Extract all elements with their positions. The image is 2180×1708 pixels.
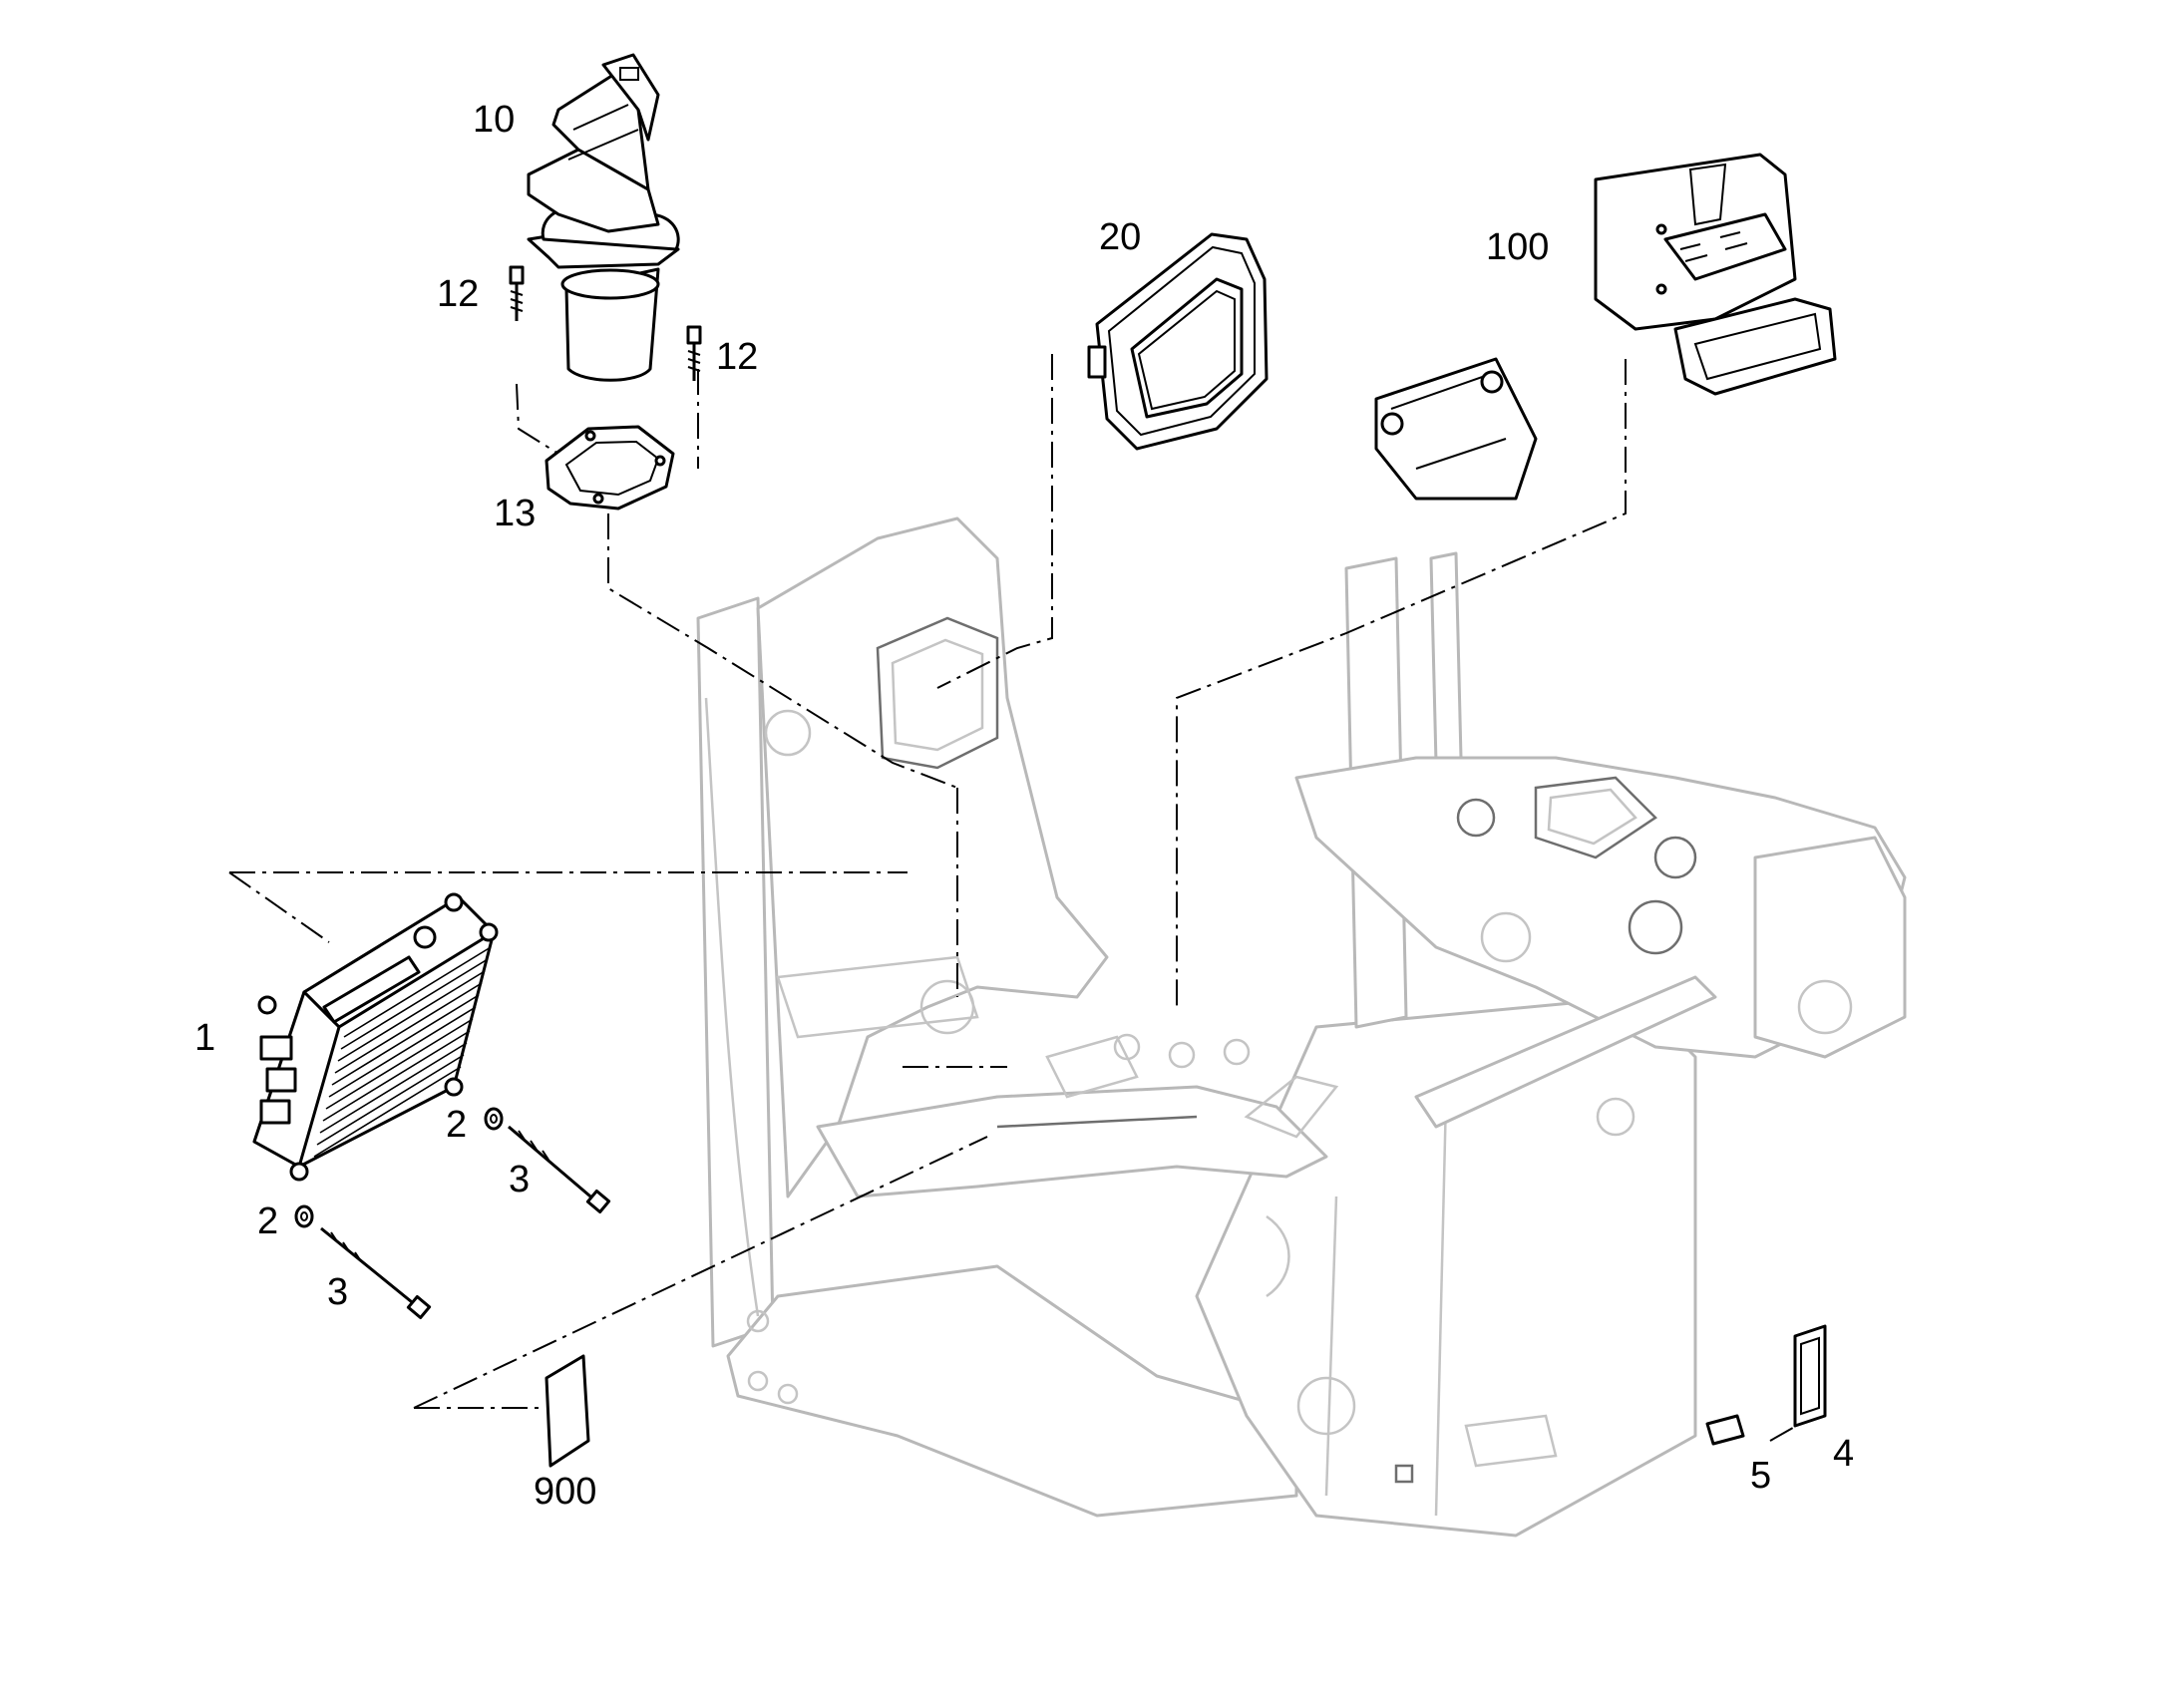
part-12-screw-left[interactable]: [509, 265, 525, 321]
cooling-fins: [313, 946, 492, 1158]
callout-12-right: 12: [716, 336, 758, 378]
callout-13: 13: [494, 493, 536, 534]
part-2-washer-upper[interactable]: [484, 1107, 504, 1131]
callout-2-upper: 2: [446, 1104, 467, 1146]
callout-labels: 1 2 2 3 3 4 5 10 12 12 13 20 100 900: [194, 99, 1854, 1513]
callout-12-left: 12: [437, 273, 479, 315]
callout-3-upper: 3: [509, 1159, 530, 1200]
part-900-sheet[interactable]: [545, 1354, 590, 1468]
callout-2-lower: 2: [257, 1200, 278, 1242]
mounting-bracket[interactable]: [1374, 357, 1538, 501]
part-3-bolt-lower[interactable]: [320, 1226, 432, 1320]
callout-20: 20: [1099, 216, 1141, 258]
part-1-control-unit[interactable]: [252, 892, 499, 1182]
callout-3-lower: 3: [327, 1271, 348, 1313]
part-3-bolt-upper[interactable]: [508, 1125, 611, 1214]
machine-frame: [696, 516, 1907, 1537]
part-100-armrest[interactable]: [1594, 153, 1837, 396]
callout-10: 10: [473, 99, 515, 141]
leader-lines: [228, 354, 1806, 1442]
part-10-joystick[interactable]: [527, 53, 680, 382]
part-12-screw-right[interactable]: [686, 325, 702, 381]
callout-4: 4: [1833, 1433, 1854, 1475]
part-2-washer-lower[interactable]: [294, 1204, 314, 1228]
part-13-gasket[interactable]: [545, 425, 675, 511]
callout-100: 100: [1486, 226, 1549, 268]
part-20-display[interactable]: [1087, 232, 1269, 451]
callout-5: 5: [1750, 1455, 1771, 1497]
callout-900: 900: [534, 1471, 596, 1513]
callout-1: 1: [194, 1017, 215, 1059]
part-5-label[interactable]: [1705, 1414, 1745, 1446]
part-4-plate[interactable]: [1793, 1324, 1827, 1428]
